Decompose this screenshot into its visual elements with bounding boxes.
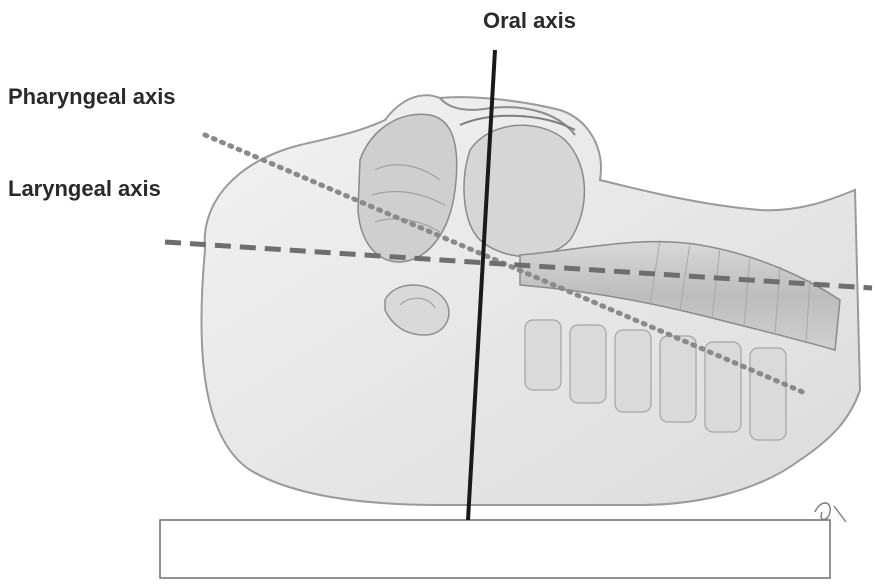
table-surface — [160, 520, 830, 578]
pharyngeal-axis-label: Pharyngeal axis — [8, 84, 176, 110]
oral-axis-label: Oral axis — [483, 8, 576, 34]
tongue — [464, 125, 584, 256]
laryngeal-axis-label: Laryngeal axis — [8, 176, 161, 202]
illustrator-signature — [815, 503, 846, 522]
